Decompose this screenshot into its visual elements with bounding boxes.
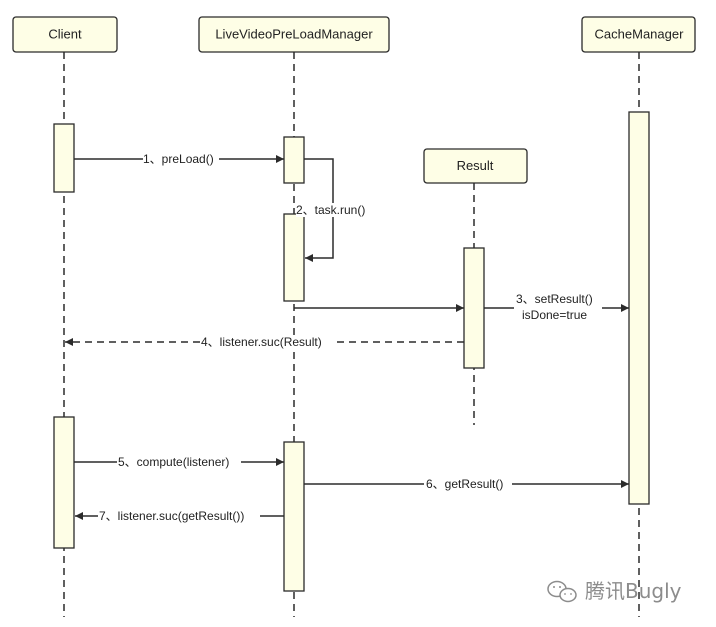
activation-manager-3 [283,441,305,592]
message-2-label: 2、task.run() [296,203,365,217]
message-4-label: 4、listener.suc(Result) [201,335,322,349]
participant-client: Client [12,16,118,53]
message-5-label: 5、compute(listener) [118,455,229,469]
message-6-label: 6、getResult() [426,477,503,491]
wechat-icon [547,580,577,603]
participant-result: Result [423,148,528,184]
watermark: 腾讯Bugly [547,579,682,603]
participant-result-label: Result [457,158,494,173]
activation-client-1 [53,123,75,193]
participant-cache-label: CacheManager [595,27,685,42]
message-1-label: 1、preLoad() [143,152,214,166]
activation-manager-1 [283,136,305,184]
message-7-label: 7、listener.suc(getResult()) [99,509,244,523]
activation-cache [628,111,650,505]
participant-manager-label: LiveVideoPreLoadManager [215,27,373,42]
participant-client-label: Client [48,27,82,42]
message-3-sublabel: isDone=true [522,308,587,322]
participant-cache: CacheManager [581,16,696,53]
participant-manager: LiveVideoPreLoadManager [198,16,390,53]
activation-manager-2 [283,213,305,302]
message-3-label: 3、setResult() [516,292,593,306]
activation-client-2 [53,416,75,549]
activation-result [463,247,485,369]
watermark-text: 腾讯Bugly [585,579,682,603]
